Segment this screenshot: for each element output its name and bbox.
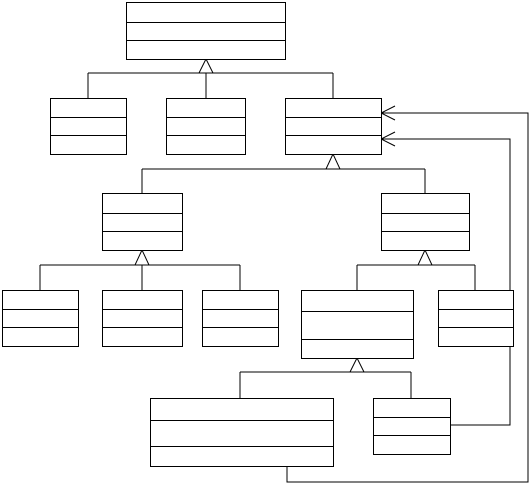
association-line — [286, 112, 529, 483]
inheritance-triangle-icon — [349, 356, 365, 373]
class-box-c-f[interactable] — [2, 290, 79, 347]
generalization-c-e — [356, 248, 476, 290]
class-box-outline — [2, 290, 79, 347]
class-box-outline — [285, 98, 382, 155]
class-box-c-g[interactable] — [102, 290, 183, 347]
class-box-layer — [2, 2, 514, 467]
inheritance-triangle-icon — [198, 57, 214, 74]
class-box-c-k[interactable] — [150, 398, 334, 467]
inheritance-triangle-icon — [325, 152, 341, 170]
class-box-outline — [202, 290, 279, 347]
class-box-outline — [126, 2, 286, 60]
inheritance-triangle-icon — [134, 248, 150, 266]
class-box-c-a[interactable] — [50, 98, 127, 155]
class-box-outline — [150, 398, 334, 467]
class-box-c-e[interactable] — [381, 193, 470, 251]
class-box-outline — [50, 98, 127, 155]
class-box-c-root[interactable] — [126, 2, 286, 60]
association-line — [381, 138, 511, 426]
class-box-outline — [301, 290, 414, 359]
class-box-outline — [381, 193, 470, 251]
class-box-outline — [373, 398, 451, 455]
generalization-c-c — [141, 152, 426, 193]
association-c-l-to-c-c — [379, 131, 511, 426]
class-box-c-i[interactable] — [301, 290, 414, 359]
class-box-outline — [166, 98, 246, 155]
inheritance-triangle-icon — [417, 248, 433, 266]
class-box-c-l[interactable] — [373, 398, 451, 455]
generalization-c-d — [39, 248, 241, 290]
class-box-c-b[interactable] — [166, 98, 246, 155]
class-box-c-c[interactable] — [285, 98, 382, 155]
class-box-c-j[interactable] — [438, 290, 514, 347]
class-box-c-d[interactable] — [102, 193, 183, 251]
class-box-c-h[interactable] — [202, 290, 279, 347]
generalization-c-root — [87, 57, 334, 98]
class-box-outline — [438, 290, 514, 347]
class-box-outline — [102, 193, 183, 251]
class-box-outline — [102, 290, 183, 347]
connector-layer — [39, 57, 529, 483]
generalization-c-i — [239, 356, 412, 398]
